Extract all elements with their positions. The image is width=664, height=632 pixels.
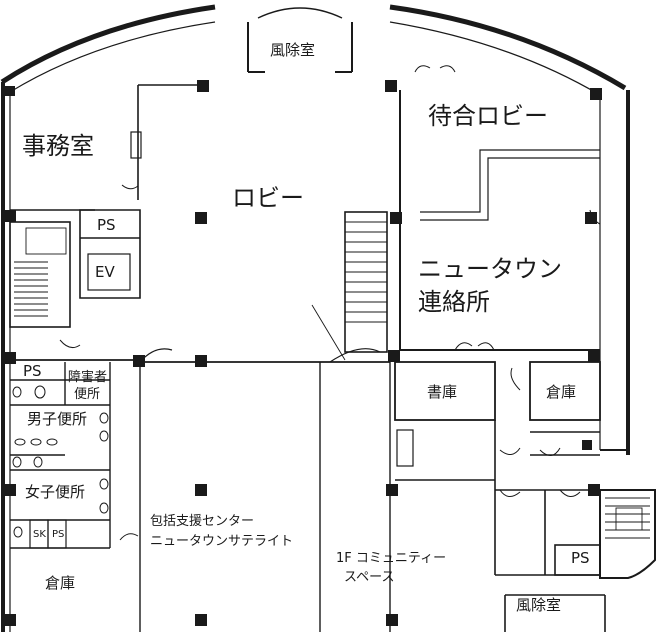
door-swings <box>59 65 601 541</box>
ps-left-label: PS <box>23 362 42 380</box>
community-space-label-line1: 1F コミュニティー <box>336 551 447 566</box>
storage-right-room <box>529 361 601 421</box>
ps-upper-label: PS <box>97 216 116 234</box>
lobby-arc-right <box>329 348 381 363</box>
archive-label: 書庫 <box>427 383 458 401</box>
stair-left <box>9 221 71 328</box>
storage-left-label: 倉庫 <box>45 574 76 592</box>
corridor-walls <box>395 420 600 575</box>
ps-ev-walls <box>79 209 141 299</box>
archive-room <box>394 361 496 421</box>
lower-room-walls <box>139 352 391 632</box>
mens-toilet-label: 男子便所 <box>27 410 88 428</box>
inner-wall-left-arc <box>9 21 216 93</box>
waiting-lobby-label: 待合ロビー <box>428 102 548 130</box>
newtown-label-line2: 連絡所 <box>418 288 490 316</box>
counter <box>420 149 600 221</box>
newtown-label-line1: ニュータウン <box>418 255 562 283</box>
storage-right-label: 倉庫 <box>546 383 577 401</box>
stair-right-treads <box>605 497 650 539</box>
outer-wall-right-arc <box>389 4 627 91</box>
lobby-label: ロビー <box>232 184 304 212</box>
sanitary-fixtures <box>12 385 109 538</box>
lobby-lower-wall <box>10 359 390 363</box>
windbreak-top-walls <box>247 22 353 73</box>
office-label: 事務室 <box>22 132 94 160</box>
columns <box>4 80 602 626</box>
stair-right-outline <box>599 489 656 579</box>
support-center-label-line2: ニュータウンサテライト <box>150 534 294 549</box>
accessible-toilet-label-line2: 便所 <box>74 387 101 402</box>
ev-label: EV <box>95 263 115 281</box>
support-center-label-line1: 包括支援センター <box>150 514 255 529</box>
stair-center-treads <box>311 221 387 361</box>
sk-label: SK <box>33 529 46 540</box>
ps-small-box <box>47 519 67 549</box>
cabinet <box>396 429 414 467</box>
ps-right-label: PS <box>571 549 590 567</box>
windbreak-bottom-label: 風除室 <box>516 596 562 614</box>
windbreak-bottom-walls <box>504 594 606 632</box>
office-door-marker <box>130 131 142 159</box>
stair-left-treads <box>14 227 67 317</box>
ps-small-label: PS <box>52 529 65 540</box>
windbreak-top-arc <box>257 7 343 19</box>
inner-wall-right-arc <box>389 21 601 96</box>
accessible-toilet-label-line1: 障害者 <box>68 370 108 385</box>
womens-toilet-label: 女子便所 <box>25 483 86 501</box>
outer-wall-left-arc <box>0 4 216 85</box>
ev-box <box>87 253 131 291</box>
windbreak-top-label: 風除室 <box>270 41 316 59</box>
community-space-label-line2: スペース <box>344 570 395 585</box>
